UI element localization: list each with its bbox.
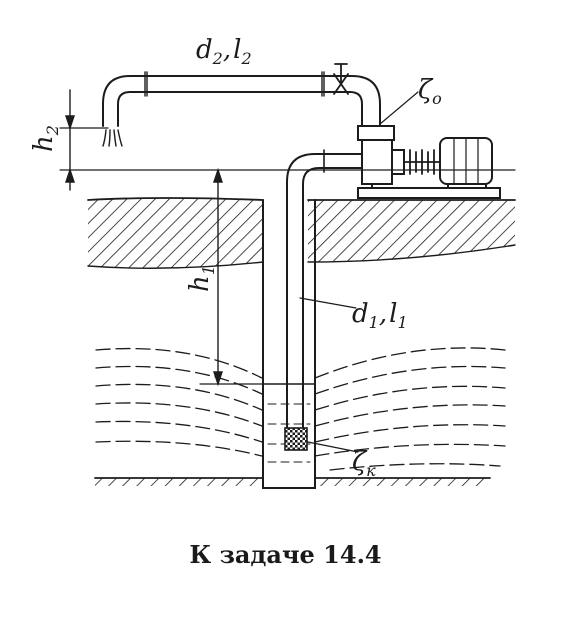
figure-caption: К задаче 14.4 [189,540,382,569]
label-h2: h2 [29,125,62,152]
outflow-stream [102,129,123,147]
leader-lines [299,91,419,453]
h2-dimension [65,89,75,191]
suction-pipe [286,149,363,429]
reference-lines [59,127,516,385]
aquifer-layer [95,347,506,471]
well-casing [262,199,316,489]
h1-dimension [213,167,223,387]
label-d1-l1: d1,l1 [352,299,408,332]
label-d2-l2: d2,l2 [196,35,252,68]
label-zeta-k: ζк [352,447,376,480]
suction-strainer [284,427,308,451]
pump-base-plate [357,183,501,199]
label-zeta-o: ζo [418,75,442,108]
bottom-ground-layer [94,477,491,486]
electric-motor [439,137,493,185]
discharge-pipe [102,71,381,127]
gate-valve [333,63,349,95]
label-h1: h1 [185,265,218,292]
upper-ground-layer [87,197,516,269]
centrifugal-pump [357,125,405,185]
